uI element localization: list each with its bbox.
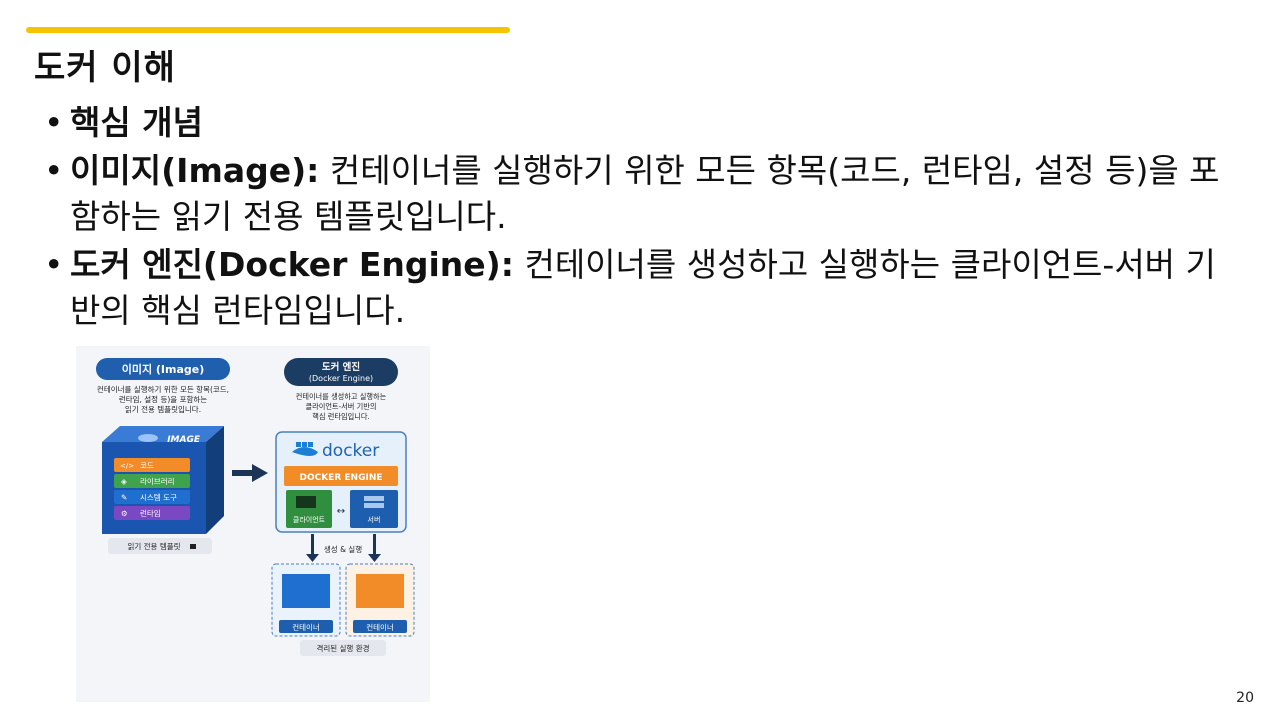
bullet-list: 핵심 개념 이미지(Image): 컨테이너를 실행하기 위한 모든 항목(코드… (44, 100, 1224, 336)
bullet-bold: 이미지(Image): (70, 151, 320, 190)
bullet-bold: 핵심 개념 (70, 103, 203, 142)
arrow-shaft (232, 470, 252, 476)
bullet-text: 컨테이너를 생성하고 실행하는 클라이언트-서버 기반의 핵심 런타임입니다. (70, 245, 1216, 330)
cube-label: IMAGE (167, 435, 201, 445)
image-desc-3: 읽기 전용 템플릿입니다. (125, 404, 201, 414)
container-pill (279, 620, 333, 633)
docker-diagram-figure: 이미지 (Image) 컨테이너를 실행하기 위한 모든 항목(코드, 런타임,… (76, 346, 430, 702)
code-icon: </> (120, 462, 134, 470)
layer-label: 코드 (140, 461, 154, 470)
whale-container-block (296, 442, 301, 447)
docker-diagram: 이미지 (Image) 컨테이너를 실행하기 위한 모든 항목(코드, 런타임,… (96, 358, 415, 656)
server-icon-rack (364, 503, 384, 508)
bullet-item: 핵심 개념 (44, 100, 1224, 146)
layer-runtime (114, 506, 190, 520)
image-footer: 읽기 전용 템플릿 (127, 541, 180, 551)
engine-title-2: (Docker Engine) (309, 374, 373, 383)
engine-bar (284, 466, 398, 486)
image-title: 이미지 (Image) (122, 362, 205, 376)
flow-label: 생성 & 실행 (324, 544, 362, 554)
isolated-pill (300, 640, 386, 656)
arrow-right-icon (252, 464, 268, 482)
engine-title-1: 도커 엔진 (322, 361, 360, 373)
server-icon (364, 496, 384, 501)
whale-container-block (302, 442, 307, 447)
cube-top (102, 426, 224, 442)
slide-title: 도커 이해 (34, 48, 176, 88)
wrench-icon: ✎ (121, 493, 127, 502)
accent-bar (26, 27, 510, 33)
down-arrow-icon (306, 554, 319, 562)
engine-desc-3: 핵심 런타임입니다. (312, 412, 369, 421)
client-label: 클라이언트 (293, 515, 326, 524)
bidirectional-arrow-icon: ↔ (337, 506, 345, 517)
image-desc-1: 컨테이너를 실행하기 위한 모든 항목(코드, (97, 384, 229, 394)
layer-system-tools (114, 490, 190, 504)
engine-title-pill (284, 358, 398, 386)
layer-label: 런타임 (140, 508, 161, 518)
container-label: 컨테이너 (366, 622, 394, 632)
package-icon: ◈ (121, 477, 127, 486)
container-pill (353, 620, 407, 633)
bullet-item: 도커 엔진(Docker Engine): 컨테이너를 생성하고 실행하는 클라… (44, 242, 1224, 334)
down-arrow-icon (368, 554, 381, 562)
engine-desc-1: 컨테이너를 생성하고 실행하는 (296, 392, 387, 401)
bullet-text: 컨테이너를 실행하기 위한 모든 항목(코드, 런타임, 설정 등)을 포함하는… (70, 151, 1220, 236)
engine-label: DOCKER ENGINE (299, 473, 382, 483)
container-icon (356, 574, 404, 608)
server-label: 서버 (368, 515, 381, 524)
docker-logo: docker (322, 441, 379, 461)
layer-label: 라이브러리 (140, 476, 175, 486)
down-arrow-shaft (373, 534, 376, 554)
server-box (350, 490, 398, 528)
container-label: 컨테이너 (292, 622, 320, 632)
container-icon (282, 574, 330, 608)
image-title-pill (96, 358, 230, 380)
layer-code (114, 458, 190, 472)
cube-side (206, 426, 224, 534)
layer-label: 시스템 도구 (140, 492, 177, 502)
whale-icon (138, 434, 158, 442)
engine-footer: 격리된 실행 환경 (316, 643, 369, 653)
readonly-pill (108, 538, 212, 554)
bullet-bold: 도커 엔진(Docker Engine): (70, 245, 514, 284)
docker-whale-icon (292, 447, 318, 456)
engine-desc-2: 클라이언트-서버 기반의 (305, 402, 376, 411)
whale-container-block (308, 442, 313, 447)
layer-library (114, 474, 190, 488)
down-arrow-shaft (311, 534, 314, 554)
gear-icon: ⚙ (121, 509, 128, 518)
bullet-item: 이미지(Image): 컨테이너를 실행하기 위한 모든 항목(코드, 런타임,… (44, 148, 1224, 240)
lock-icon (190, 544, 196, 549)
terminal-icon (296, 496, 316, 508)
image-desc-2: 런타임, 설정 등)을 포함하는 (119, 394, 207, 404)
page-number: 20 (1236, 690, 1254, 706)
